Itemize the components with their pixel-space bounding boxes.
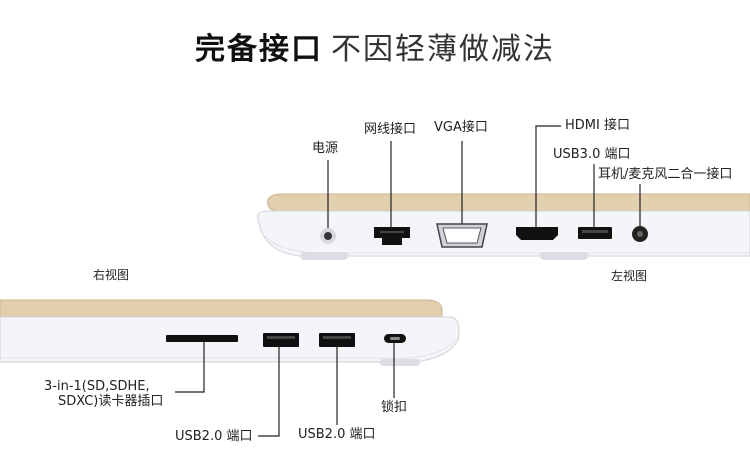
laptop-lid bbox=[0, 299, 443, 318]
title-bold: 完备接口 bbox=[195, 32, 323, 67]
label-vga: VGA接口 bbox=[434, 120, 488, 135]
label-usb2-a: USB2.0 端口 bbox=[175, 429, 253, 444]
rubber-foot bbox=[540, 252, 588, 260]
laptop-base bbox=[257, 210, 750, 257]
label-ethernet: 网线接口 bbox=[364, 122, 417, 137]
label-audio: 耳机/麦克风二合一接口 bbox=[598, 167, 733, 182]
callout-card-reader bbox=[175, 342, 205, 393]
usb2-port bbox=[319, 333, 355, 347]
callout-usb2-a bbox=[258, 347, 280, 437]
label-card-reader-line2: SDXC)读卡器插口 bbox=[58, 394, 164, 409]
hdmi-port bbox=[516, 227, 558, 240]
usb2-port bbox=[263, 333, 299, 347]
label-usb3: USB3.0 端口 bbox=[553, 147, 631, 162]
laptop-right-view bbox=[0, 299, 460, 437]
rubber-foot bbox=[380, 359, 420, 366]
label-usb2-b: USB2.0 端口 bbox=[298, 427, 376, 442]
callout-hdmi bbox=[535, 125, 561, 227]
label-lock: 锁扣 bbox=[381, 400, 408, 415]
label-left-view: 左视图 bbox=[611, 269, 648, 283]
label-hdmi: HDMI 接口 bbox=[565, 118, 630, 133]
laptop-left-view bbox=[257, 125, 750, 260]
label-power: 电源 bbox=[312, 141, 339, 156]
rubber-foot bbox=[300, 252, 348, 260]
laptop-lid bbox=[267, 193, 750, 212]
page-title: 完备接口不因轻薄做减法 bbox=[0, 24, 750, 68]
label-card-reader-line1: 3-in-1(SD,SDHE, bbox=[44, 379, 150, 394]
label-right-view: 右视图 bbox=[93, 268, 130, 282]
card-reader-slot bbox=[166, 335, 238, 342]
title-light: 不因轻薄做减法 bbox=[331, 32, 555, 67]
